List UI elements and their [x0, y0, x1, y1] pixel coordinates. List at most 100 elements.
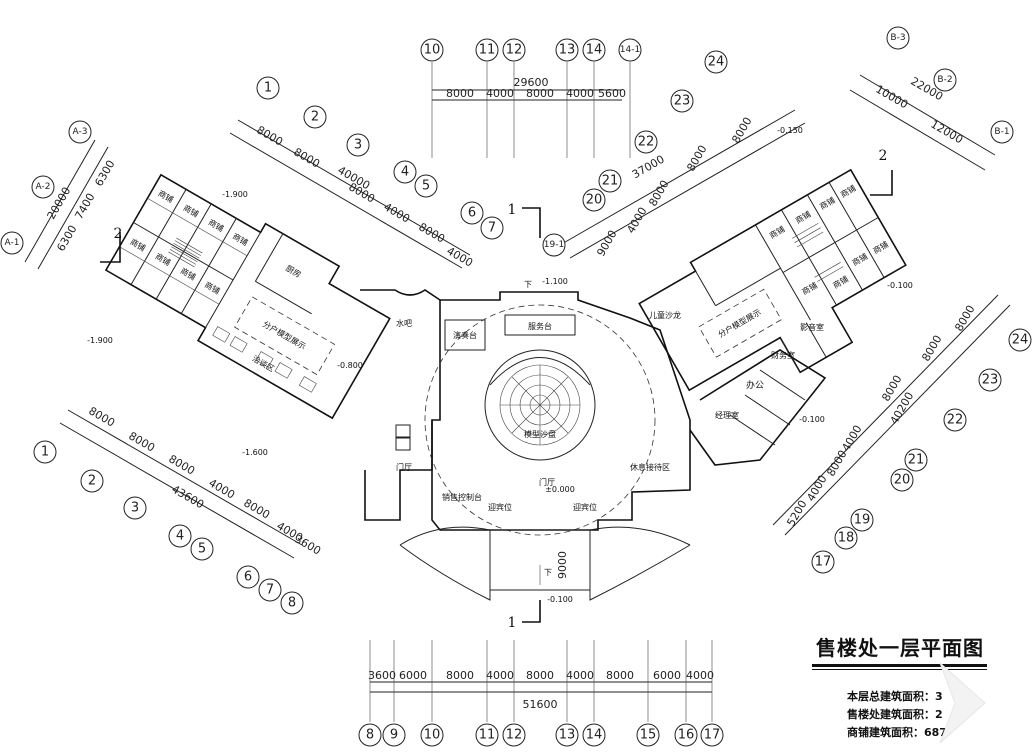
svg-text:4000: 4000 — [804, 473, 829, 504]
svg-text:B-3: B-3 — [890, 33, 905, 43]
section-mark-1-bottom: 1 — [508, 615, 517, 631]
svg-text:21: 21 — [908, 453, 925, 468]
svg-text:17: 17 — [815, 555, 832, 570]
svg-text:-0.150: -0.150 — [777, 126, 803, 135]
top-seg-dim: 5600 — [598, 87, 626, 100]
room-label-model-display: 分户模型展示 — [261, 319, 308, 352]
svg-text:20: 20 — [894, 473, 911, 488]
svg-text:13: 13 — [559, 43, 576, 58]
bottom-seg-dim: 6000 — [653, 669, 681, 682]
grid-bubble: 14 — [582, 38, 606, 62]
svg-text:9: 9 — [390, 728, 398, 743]
svg-text:-0.100: -0.100 — [799, 415, 825, 424]
room-label-shop: 商铺 — [231, 231, 250, 248]
svg-text:4: 4 — [401, 165, 409, 180]
left-wing-bottom-dims: 8000 8000 8000 43600 4000 8000 4000 3600… — [33, 404, 323, 615]
grid-bubble: A-3 — [68, 120, 92, 144]
grid-bubble: 8 — [358, 723, 382, 747]
svg-text:23: 23 — [674, 94, 691, 109]
svg-text:9000: 9000 — [594, 228, 619, 259]
grid-bubble: 3 — [123, 496, 147, 520]
svg-text:8: 8 — [288, 596, 296, 611]
svg-text:-1.900: -1.900 — [222, 190, 248, 199]
svg-text:14-1: 14-1 — [620, 45, 640, 55]
svg-text:12000: 12000 — [928, 118, 965, 147]
title-block: 售楼处一层平面图 本层总建筑面积：3 售楼处建筑面积：2 商铺建筑面积：687 — [800, 630, 1030, 754]
top-seg-dim: 8000 — [446, 87, 474, 100]
grid-bubble: 10 — [420, 723, 444, 747]
svg-text:4000: 4000 — [206, 476, 237, 501]
svg-text:1: 1 — [264, 81, 272, 96]
grid-bubble: 7 — [258, 578, 282, 602]
room-label-water-bar: 水吧 — [396, 318, 412, 328]
room-label-shop: 商铺 — [157, 188, 176, 205]
svg-text:8000: 8000 — [241, 496, 272, 521]
svg-text:3600: 3600 — [292, 532, 323, 557]
room-label-shop: 商铺 — [182, 202, 201, 219]
svg-text:-1.600: -1.600 — [242, 448, 268, 457]
room-label-greeter: 迎宾位 — [573, 502, 597, 512]
svg-text:22: 22 — [947, 413, 964, 428]
svg-text:16: 16 — [678, 728, 695, 743]
svg-text:8000: 8000 — [416, 220, 447, 245]
svg-text:8000: 8000 — [166, 452, 197, 477]
svg-text:-1.100: -1.100 — [542, 277, 568, 286]
svg-text:12: 12 — [506, 43, 523, 58]
room-label-kitchen: 厨房 — [284, 263, 303, 280]
bottom-total-dim: 51600 — [523, 698, 558, 711]
grid-bubble: B-1 — [990, 120, 1014, 144]
top-dimension-chain: 29600 8000 4000 8000 4000 5600 10 11 12 … — [420, 38, 642, 158]
bottom-seg-dim: 6000 — [399, 669, 427, 682]
grid-bubble: 19-1 — [542, 233, 566, 257]
room-label-shop: 商铺 — [871, 239, 890, 256]
top-seg-dim: 8000 — [526, 87, 554, 100]
svg-text:5: 5 — [198, 542, 206, 557]
bottom-seg-dim: 8000 — [526, 669, 554, 682]
title-underline-thin — [812, 669, 987, 670]
svg-text:24: 24 — [1012, 333, 1029, 348]
top-total-dim: 29600 — [514, 76, 549, 89]
section-mark-2-right: 2 — [879, 148, 888, 164]
bottom-seg-dim: 8000 — [446, 669, 474, 682]
svg-text:8000: 8000 — [126, 429, 157, 454]
area-total-line: 本层总建筑面积：3 — [847, 690, 943, 703]
svg-text:4000: 4000 — [839, 423, 864, 454]
grid-bubble: 11 — [475, 38, 499, 62]
grid-bubble: 22 — [634, 130, 658, 154]
svg-text:11: 11 — [479, 43, 496, 58]
svg-text:8000: 8000 — [291, 145, 322, 170]
room-label-shop: 商铺 — [818, 195, 837, 212]
svg-text:3: 3 — [131, 501, 139, 516]
room-label-negotiation: 洽谈区 — [251, 353, 277, 374]
svg-text:37000: 37000 — [630, 153, 667, 182]
room-label-model-display: 分户模型展示 — [716, 307, 763, 340]
svg-text:-1.900: -1.900 — [87, 336, 113, 345]
room-label-shop: 商铺 — [839, 183, 858, 200]
svg-text:13: 13 — [559, 728, 576, 743]
room-label-lobby-side: 门厅 — [396, 462, 412, 472]
room-label-finance: 财务室 — [771, 350, 795, 360]
svg-text:19: 19 — [854, 513, 871, 528]
room-label-shop: 商铺 — [800, 280, 819, 297]
grid-bubble: 9 — [382, 723, 406, 747]
grid-bubble: A-2 — [31, 175, 55, 199]
svg-text:8: 8 — [366, 728, 374, 743]
room-label-rest-reception: 休息接待区 — [630, 462, 670, 472]
svg-text:10: 10 — [424, 728, 441, 743]
grid-bubble: A-1 — [0, 231, 24, 255]
grid-bubble: 12 — [502, 38, 526, 62]
svg-text:6: 6 — [468, 206, 476, 221]
bottom-seg-dim: 8000 — [606, 669, 634, 682]
grid-bubble: 24 — [1008, 328, 1032, 352]
svg-text:15: 15 — [640, 728, 657, 743]
svg-text:8000: 8000 — [729, 115, 754, 146]
elevation-marks-left: -1.900 -1.900 -0.800 -1.600 — [87, 190, 363, 457]
svg-text:2: 2 — [311, 110, 319, 125]
svg-text:22: 22 — [638, 135, 655, 150]
grid-bubble: 14-1 — [618, 38, 642, 62]
right-wing-side-dims: 10000 22000 12000 B-3 B-2 B-1 2 — [849, 26, 1014, 196]
grid-bubble: 4 — [168, 524, 192, 548]
central-lobby: 演奏台 服务台 模型沙盘 门厅 销售控制台 迎宾位 迎宾位 休息接待区 下 下 … — [399, 202, 691, 631]
svg-text:23: 23 — [982, 373, 999, 388]
